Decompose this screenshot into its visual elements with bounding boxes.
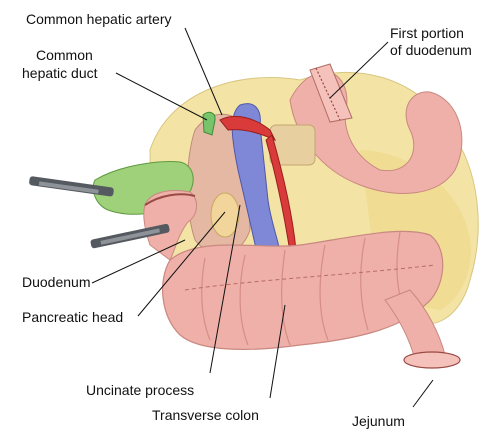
colon-taenia (184, 264, 436, 291)
label-common-hepatic-duct-line1: Common (36, 47, 93, 63)
lower-clamp (90, 223, 170, 249)
leader-duodenum (91, 239, 186, 284)
uncinate-process (210, 192, 240, 238)
leader-lines (91, 27, 434, 408)
common-hepatic-duct (202, 111, 216, 136)
duodenum-cut-end (309, 63, 353, 123)
leader-common-hepatic-artery (184, 27, 223, 116)
label-uncinate-process: Uncinate process (86, 382, 195, 398)
leader-transverse-colon (269, 304, 286, 399)
label-common-hepatic-duct-line2: hepatic duct (22, 65, 98, 81)
leader-jejunum (412, 379, 434, 408)
label-pancreatic-head: Pancreatic head (22, 309, 124, 325)
common-hepatic-artery (219, 115, 277, 142)
label-transverse-colon: Transverse colon (152, 407, 259, 423)
leader-uncinate-process (209, 204, 241, 374)
label-first-portion-line1: First portion (390, 25, 464, 41)
jejunum-cut-end (403, 351, 461, 369)
upper-clamp (29, 176, 114, 197)
duodenal-stump-cut (144, 193, 196, 206)
leader-first-portion (329, 41, 389, 99)
label-jejunum: Jejunum (352, 413, 405, 429)
leader-pancreatic-head (137, 211, 226, 317)
transverse-colon (161, 230, 444, 350)
leader-common-hepatic-duct (115, 72, 208, 121)
duodenum-staple-line (315, 67, 341, 121)
label-first-portion-line2: of duodenum (390, 42, 472, 58)
label-common-hepatic-artery: Common hepatic artery (26, 11, 172, 27)
label-duodenum: Duodenum (22, 274, 91, 290)
